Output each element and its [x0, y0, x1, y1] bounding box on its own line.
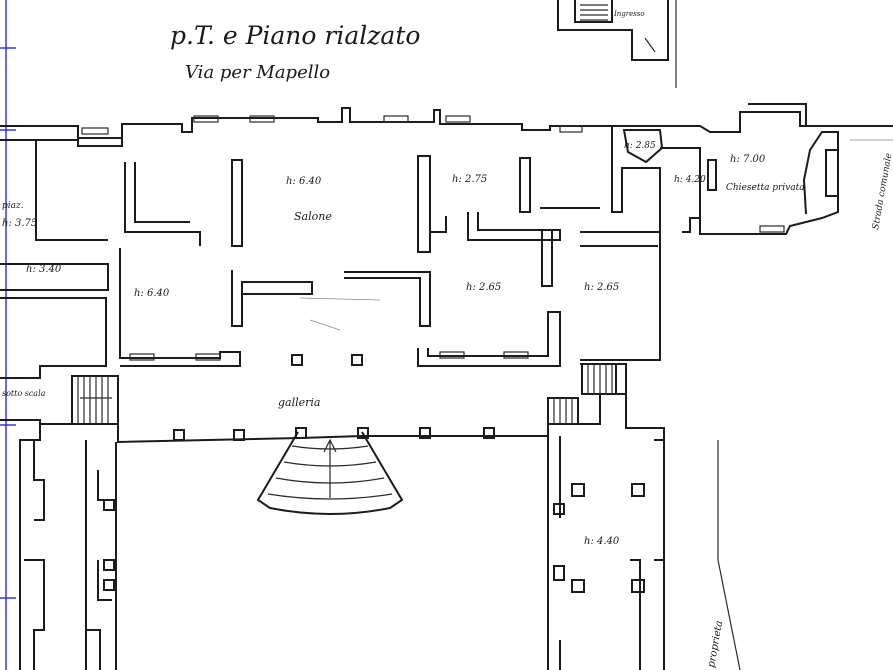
- room-name-galleria: galleria: [278, 396, 320, 409]
- room-height-265a: h: 2.65: [466, 282, 501, 293]
- room-height-265b: h: 2.65: [584, 282, 619, 293]
- corner-annex: Ingresso: [557, 0, 677, 88]
- left-stair: [71, 375, 119, 425]
- corner-annex-label: Ingresso: [613, 10, 645, 18]
- room-height-salone: h: 6.40: [286, 176, 322, 187]
- facade-wall: [0, 107, 613, 291]
- room-height-340: h: 3.40: [26, 264, 62, 275]
- room-name-sotto: sotto scala: [2, 389, 46, 398]
- chapel-walls: [612, 103, 893, 235]
- main-hall-walls: [119, 140, 661, 367]
- left-wing-walls: [0, 297, 112, 670]
- side-note-left: piaz.: [2, 201, 24, 211]
- room-name-salone: Salone: [294, 210, 332, 223]
- side-note-road: Strada comunale: [871, 152, 893, 230]
- plan-subtitle: Via per Mapello: [185, 62, 330, 83]
- gallery-walls: [40, 363, 665, 670]
- room-height-chiesetta: h: 7.00: [730, 154, 766, 165]
- main-staircase: [256, 431, 404, 515]
- room-height-left: h: 6.40: [134, 288, 170, 299]
- plan-title: p.T. e Piano rialzato: [170, 21, 420, 50]
- room-height-275: h: 2.75: [452, 174, 487, 185]
- side-note-property: proprieta: [706, 620, 725, 669]
- gallery-pillars: [173, 354, 495, 441]
- room-height-285: h: 2.85: [624, 141, 656, 151]
- room-name-chiesetta: Chiesetta privata: [726, 183, 805, 193]
- room-height-420: h: 4.20: [674, 175, 706, 185]
- boundary-lines: [299, 139, 893, 670]
- room-height-375: h: 3.75: [2, 218, 37, 229]
- facade-openings: [81, 115, 785, 361]
- fixtures: [103, 483, 645, 593]
- room-height-440: h: 4.40: [584, 536, 620, 547]
- right-stair: [547, 363, 617, 425]
